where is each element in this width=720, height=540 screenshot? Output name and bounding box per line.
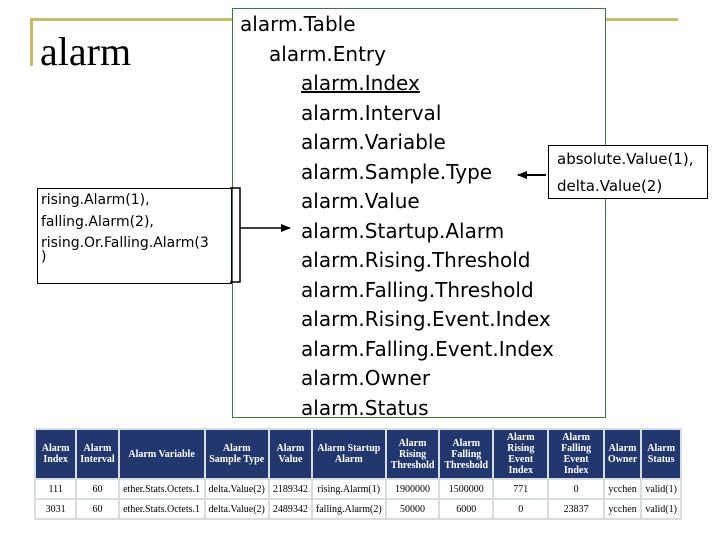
column-header-alarm-status: Alarm Status	[642, 430, 680, 478]
table-cell: delta.Value(2)	[205, 500, 268, 518]
table-cell: 23837	[549, 500, 603, 518]
tree-item-alarm-table: alarm.Table	[240, 12, 356, 36]
tree-item-alarm-falling-event-index: alarm.Falling.Event.Index	[301, 336, 554, 361]
table-cell: ether.Stats.Octets.1	[119, 480, 204, 498]
table-cell: 2189342	[269, 480, 311, 498]
table-cell: 50000	[386, 500, 439, 518]
column-header-alarm-falling-threshold: Alarm Falling Threshold	[440, 430, 493, 478]
page-title: alarm	[40, 29, 132, 74]
decorative-left-rule	[30, 18, 33, 66]
tree-item-alarm-owner: alarm.Owner	[301, 366, 431, 390]
startup-value-falling: falling.Alarm(2),	[41, 214, 154, 230]
table-cell: falling.Alarm(2)	[312, 500, 385, 518]
column-header-alarm-sample-type: Alarm Sample Type	[205, 430, 268, 478]
sample-type-absolute-value: absolute.Value(1),	[557, 150, 694, 168]
decorative-top-rule-left	[30, 18, 235, 21]
column-header-alarm-index: Alarm Index	[36, 430, 76, 478]
tree-item-alarm-status: alarm.Status	[301, 395, 429, 420]
column-header-alarm-rising-event-index: Alarm Rising Event Index	[494, 430, 548, 478]
column-header-alarm-falling-event-index: Alarm Falling Event Index	[549, 430, 603, 478]
tree-item-alarm-rising-threshold: alarm.Rising.Threshold	[301, 248, 531, 272]
column-header-alarm-startup-alarm: Alarm Startup Alarm	[312, 430, 385, 478]
startup-value-close-paren: )	[41, 249, 47, 265]
tree-item-alarm-index: alarm.Index	[301, 71, 420, 95]
table-cell: 3031	[36, 500, 76, 518]
alarm-table-screenshot: Alarm Index Alarm Interval Alarm Variabl…	[34, 428, 682, 520]
tree-item-alarm-startup-alarm: alarm.Startup.Alarm	[301, 218, 505, 243]
table-cell: 6000	[440, 500, 493, 518]
alarm-table-tree: alarm.Table alarm.Entry alarm.Index alar…	[233, 10, 554, 423]
table-cell: valid(1)	[642, 500, 680, 518]
sample-type-values-note: absolute.Value(1), delta.Value(2)	[548, 145, 708, 199]
table-row: 111 60 ether.Stats.Octets.1 delta.Value(…	[36, 480, 680, 498]
tree-item-alarm-variable: alarm.Variable	[301, 130, 446, 154]
table-cell: ether.Stats.Octets.1	[119, 500, 204, 518]
startup-alarm-values-box: rising.Alarm(1), falling.Alarm(2), risin…	[37, 188, 232, 284]
table-cell: 60	[77, 480, 118, 498]
table-cell: rising.Alarm(1)	[312, 480, 385, 498]
sample-type-delta-value: delta.Value(2)	[557, 177, 663, 195]
table-cell: ycchen	[604, 500, 641, 518]
startup-value-rising: rising.Alarm(1),	[41, 192, 150, 208]
table-cell: 1900000	[386, 480, 439, 498]
column-header-alarm-rising-threshold: Alarm Rising Threshold	[386, 430, 439, 478]
table-cell: 111	[36, 480, 76, 498]
tree-item-alarm-value: alarm.Value	[301, 189, 420, 213]
tree-item-alarm-rising-event-index: alarm.Rising.Event.Index	[301, 307, 551, 331]
table-cell: 2489342	[269, 500, 311, 518]
alarm-data-table: Alarm Index Alarm Interval Alarm Variabl…	[34, 428, 682, 520]
table-cell: delta.Value(2)	[205, 480, 268, 498]
tree-item-alarm-interval: alarm.Interval	[301, 100, 442, 125]
column-header-alarm-variable: Alarm Variable	[119, 430, 204, 478]
tree-item-alarm-sample-type: alarm.Sample.Type	[301, 159, 493, 184]
tree-item-alarm-entry: alarm.Entry	[269, 41, 386, 66]
tree-item-alarm-falling-threshold: alarm.Falling.Threshold	[301, 277, 534, 302]
table-header-row: Alarm Index Alarm Interval Alarm Variabl…	[36, 430, 680, 478]
table-cell: 60	[77, 500, 118, 518]
column-header-alarm-interval: Alarm Interval	[77, 430, 118, 478]
table-cell: 0	[494, 500, 548, 518]
bracket-to-startup-alarm-icon	[230, 187, 241, 283]
table-cell: 0	[549, 480, 603, 498]
alarm-table-outline	[232, 8, 606, 418]
table-cell: valid(1)	[642, 480, 680, 498]
column-header-alarm-value: Alarm Value	[269, 430, 311, 478]
table-cell: 771	[494, 480, 548, 498]
table-cell: 1500000	[440, 480, 493, 498]
table-cell: ycchen	[604, 480, 641, 498]
column-header-alarm-owner: Alarm Owner	[604, 430, 641, 478]
decorative-top-rule-right	[604, 18, 678, 21]
startup-value-rising-or-falling: rising.Or.Falling.Alarm(3	[41, 235, 209, 251]
table-row: 3031 60 ether.Stats.Octets.1 delta.Value…	[36, 500, 680, 518]
